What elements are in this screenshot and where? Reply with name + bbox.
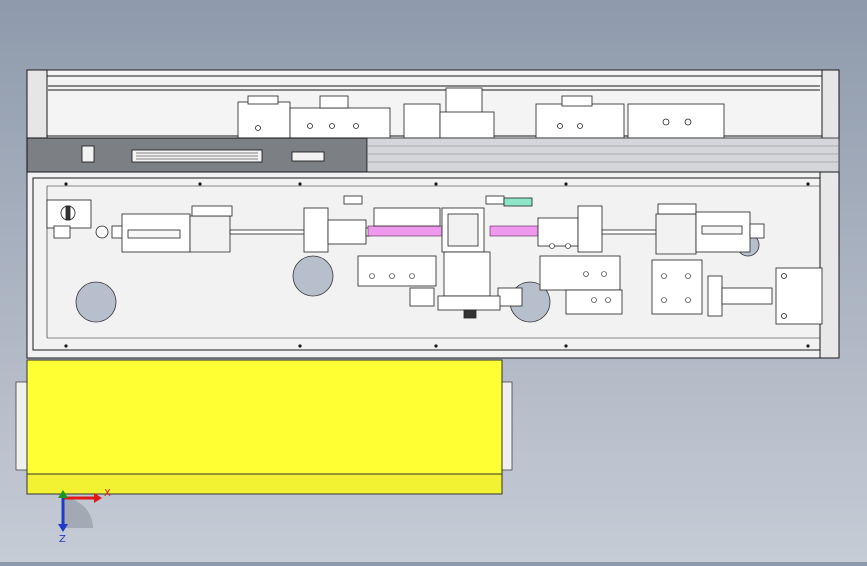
x-axis-label: X bbox=[104, 488, 111, 499]
knob-slot bbox=[65, 205, 71, 221]
slide-module-right bbox=[535, 103, 625, 139]
yellow-plate-edge bbox=[26, 473, 503, 495]
bolt bbox=[557, 123, 563, 129]
center-clamp-inner bbox=[447, 213, 479, 247]
bracket-foot bbox=[53, 225, 71, 239]
band-slot-small bbox=[291, 151, 325, 162]
magenta-rod-right bbox=[489, 225, 539, 237]
yellow-plate-top bbox=[26, 359, 503, 475]
bolt bbox=[307, 123, 313, 129]
bolt bbox=[353, 123, 359, 129]
mount-plate-right bbox=[627, 103, 725, 139]
center-top-plate bbox=[373, 207, 441, 227]
bolt bbox=[577, 123, 583, 129]
cylinder-clamp bbox=[657, 203, 697, 215]
coupling-flange bbox=[303, 207, 329, 253]
axis-triad[interactable]: X Z bbox=[58, 488, 111, 545]
piston-rod bbox=[601, 229, 659, 235]
magenta-rod-left bbox=[367, 225, 443, 237]
center-bottom-plate bbox=[437, 295, 501, 311]
center-tab bbox=[485, 195, 505, 205]
z-axis-arrowhead bbox=[58, 524, 68, 532]
z-axis-label: Z bbox=[59, 534, 66, 545]
coupling-body bbox=[537, 217, 579, 247]
right-plate bbox=[651, 259, 703, 315]
right-fitting bbox=[707, 267, 823, 325]
frame-screws bbox=[64, 182, 810, 348]
lower-bolts bbox=[369, 243, 691, 303]
bearing-holes bbox=[75, 233, 760, 323]
right-coupling bbox=[537, 205, 659, 315]
coupling-body bbox=[327, 219, 367, 245]
yellow-plate bbox=[15, 359, 513, 495]
right-post bbox=[821, 69, 840, 141]
center-assembly bbox=[343, 195, 533, 319]
cylinder-head bbox=[655, 213, 697, 255]
center-base-left bbox=[357, 255, 437, 287]
bolt bbox=[684, 118, 692, 126]
left-coupling bbox=[303, 207, 371, 253]
cylinder-head bbox=[189, 215, 231, 253]
bolt bbox=[781, 313, 787, 319]
left-post bbox=[26, 69, 48, 141]
cylinder-label bbox=[127, 229, 181, 239]
bolt bbox=[662, 118, 670, 126]
slide-cap bbox=[247, 95, 279, 105]
y-axis-arrowhead bbox=[58, 490, 68, 498]
x-axis-arrowhead bbox=[94, 493, 102, 503]
right-end-post bbox=[819, 171, 840, 359]
hole-left bbox=[75, 281, 117, 323]
center-slider bbox=[443, 251, 491, 297]
fitting-body bbox=[721, 287, 773, 305]
band-vent bbox=[81, 145, 95, 163]
sensor-cyan bbox=[503, 197, 533, 207]
center-post bbox=[463, 309, 477, 319]
slide-cap bbox=[561, 95, 593, 107]
slide-cap bbox=[319, 95, 349, 109]
center-foot bbox=[497, 287, 523, 307]
dark-band bbox=[26, 137, 840, 173]
bolt bbox=[255, 125, 261, 131]
left-cylinder bbox=[111, 205, 307, 253]
fitting-block bbox=[707, 275, 723, 317]
hole-mid-left bbox=[292, 255, 334, 297]
center-base bbox=[439, 111, 495, 139]
upper-mechanism bbox=[237, 87, 725, 139]
center-actuator bbox=[445, 87, 483, 115]
center-foot bbox=[409, 287, 435, 307]
bracket-plate bbox=[403, 103, 441, 139]
triad-shadow bbox=[63, 498, 93, 528]
cylinder-label bbox=[701, 225, 743, 235]
left-bracket bbox=[46, 199, 109, 239]
right-cylinder bbox=[651, 203, 765, 315]
cylinder-clamp bbox=[191, 205, 233, 217]
cylinder-cap bbox=[749, 223, 765, 239]
slide-module-left bbox=[237, 101, 291, 139]
bolt bbox=[329, 123, 335, 129]
fitting bbox=[95, 225, 109, 239]
piston-rod bbox=[229, 229, 307, 235]
center-tab bbox=[343, 195, 363, 205]
carriage-plate bbox=[289, 107, 391, 139]
band-right bbox=[366, 137, 840, 173]
right-mount-plate bbox=[539, 255, 621, 291]
bolt bbox=[781, 273, 787, 279]
coupling-flange bbox=[577, 205, 603, 253]
